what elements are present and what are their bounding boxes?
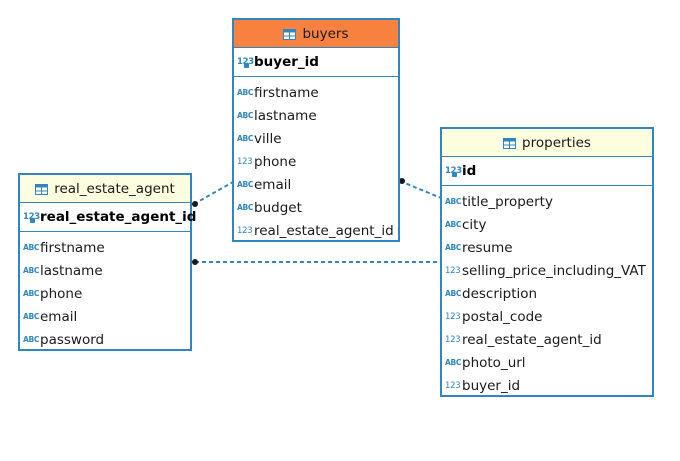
key-type-icon: 123 xyxy=(23,212,40,223)
column-name: selling_price_including_VAT xyxy=(462,262,646,279)
column-name: lastname xyxy=(254,107,317,124)
type-icon: 123 xyxy=(445,265,461,276)
type-icon: 123 xyxy=(445,334,461,345)
type-icon: 123 xyxy=(445,311,461,322)
type-icon: ABC xyxy=(445,289,462,298)
column-name: email xyxy=(40,308,78,325)
column-name: firstname xyxy=(40,239,105,256)
key-type-icon: 123 xyxy=(445,166,462,177)
column-name: ville xyxy=(254,130,282,147)
column-name: phone xyxy=(40,285,83,302)
column-name: photo_url xyxy=(462,354,526,371)
column-name: resume xyxy=(462,239,513,256)
type-icon: ABC xyxy=(445,197,462,206)
link-agent-buyers xyxy=(193,181,234,205)
entity-real-estate-agent[interactable]: real_estate_agent 123 real_estate_agent_… xyxy=(18,173,196,351)
column-name: phone xyxy=(254,153,297,170)
type-icon: ABC xyxy=(237,180,254,189)
type-icon: ABC xyxy=(237,134,254,143)
entity-header[interactable]: buyers xyxy=(234,20,398,48)
column-name: real_estate_agent_id xyxy=(254,222,394,239)
entity-title: properties xyxy=(522,134,591,151)
column-name: password xyxy=(40,331,105,348)
type-icon: ABC xyxy=(23,243,40,252)
primary-key-row[interactable]: 123 real_estate_agent_id xyxy=(20,203,196,232)
type-icon: 123 xyxy=(237,225,253,236)
type-icon: ABC xyxy=(445,243,462,252)
type-icon: ABC xyxy=(23,289,40,298)
type-icon: 123 xyxy=(445,380,461,391)
column-name: email xyxy=(254,176,292,193)
column-name: buyer_id xyxy=(462,377,521,394)
entity-header[interactable]: properties xyxy=(442,129,652,157)
entity-header[interactable]: real_estate_agent xyxy=(20,175,190,203)
table-icon xyxy=(35,183,49,195)
entity-title: real_estate_agent xyxy=(54,180,175,197)
key-type-icon: 123 xyxy=(237,57,254,68)
column-name: id xyxy=(462,163,477,179)
entity-title: buyers xyxy=(302,25,349,42)
type-icon: ABC xyxy=(445,220,462,229)
table-icon xyxy=(283,28,297,40)
column-name: budget xyxy=(254,199,302,216)
link-end-dot xyxy=(192,259,198,265)
table-icon xyxy=(503,137,517,149)
column-name: firstname xyxy=(254,84,319,101)
type-icon: ABC xyxy=(237,203,254,212)
link-end-dot xyxy=(399,178,405,184)
primary-key-row[interactable]: 123 id xyxy=(442,157,652,186)
type-icon: ABC xyxy=(23,335,40,344)
column-name: postal_code xyxy=(462,308,543,325)
column-name: title_property xyxy=(462,193,553,210)
type-icon: ABC xyxy=(237,88,254,97)
column-name: buyer_id xyxy=(254,54,319,70)
column-name: city xyxy=(462,216,487,233)
link-end-dot xyxy=(192,201,198,207)
column-name: lastname xyxy=(40,262,103,279)
column-name: description xyxy=(462,285,538,302)
type-icon: ABC xyxy=(23,266,40,275)
primary-key-row[interactable]: 123 buyer_id xyxy=(234,48,398,77)
type-icon: ABC xyxy=(237,111,254,120)
column-name: real_estate_agent_id xyxy=(40,209,197,225)
type-icon: 123 xyxy=(237,156,253,167)
type-icon: ABC xyxy=(445,358,462,367)
type-icon: ABC xyxy=(23,312,40,321)
link-buyers-properties xyxy=(399,180,442,199)
column-name: real_estate_agent_id xyxy=(462,331,602,348)
